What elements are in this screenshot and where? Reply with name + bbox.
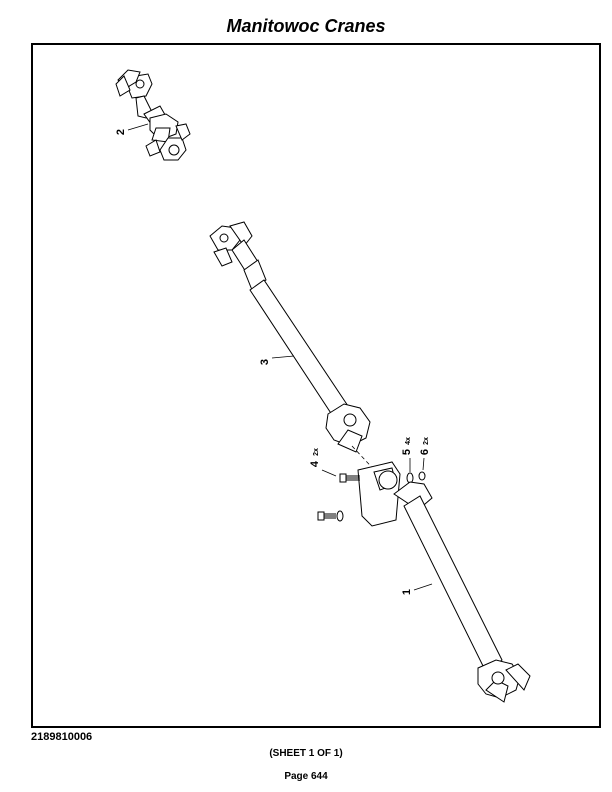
- center-bearing-bracket: [357, 461, 401, 527]
- part-1-drive-shaft: [393, 481, 531, 703]
- bolt-4-upper: [339, 473, 360, 483]
- callout-6-qty: 2x: [423, 437, 430, 445]
- drawing-frame: [31, 43, 601, 728]
- callout-6: 6: [419, 449, 431, 455]
- washers-and-nuts: [406, 471, 426, 484]
- callout-1: 1: [401, 589, 413, 595]
- page-title: Manitowoc Cranes: [226, 16, 386, 36]
- bolt-4-lower: [317, 510, 344, 522]
- callout-3: 3: [259, 359, 271, 365]
- sheet-indicator: (SHEET 1 OF 1): [269, 748, 343, 759]
- page-number: Page 644: [284, 771, 328, 782]
- callout-2: 2: [115, 129, 127, 135]
- callout-4-qty: 2x: [313, 448, 320, 456]
- part-3-drive-shaft: [209, 221, 371, 453]
- callout-5: 5: [401, 449, 413, 455]
- part-2-drive-shaft: [115, 69, 191, 161]
- callout-4: 4: [309, 460, 321, 467]
- callout-5-qty: 4x: [405, 437, 412, 445]
- document-number: 2189810006: [31, 731, 93, 743]
